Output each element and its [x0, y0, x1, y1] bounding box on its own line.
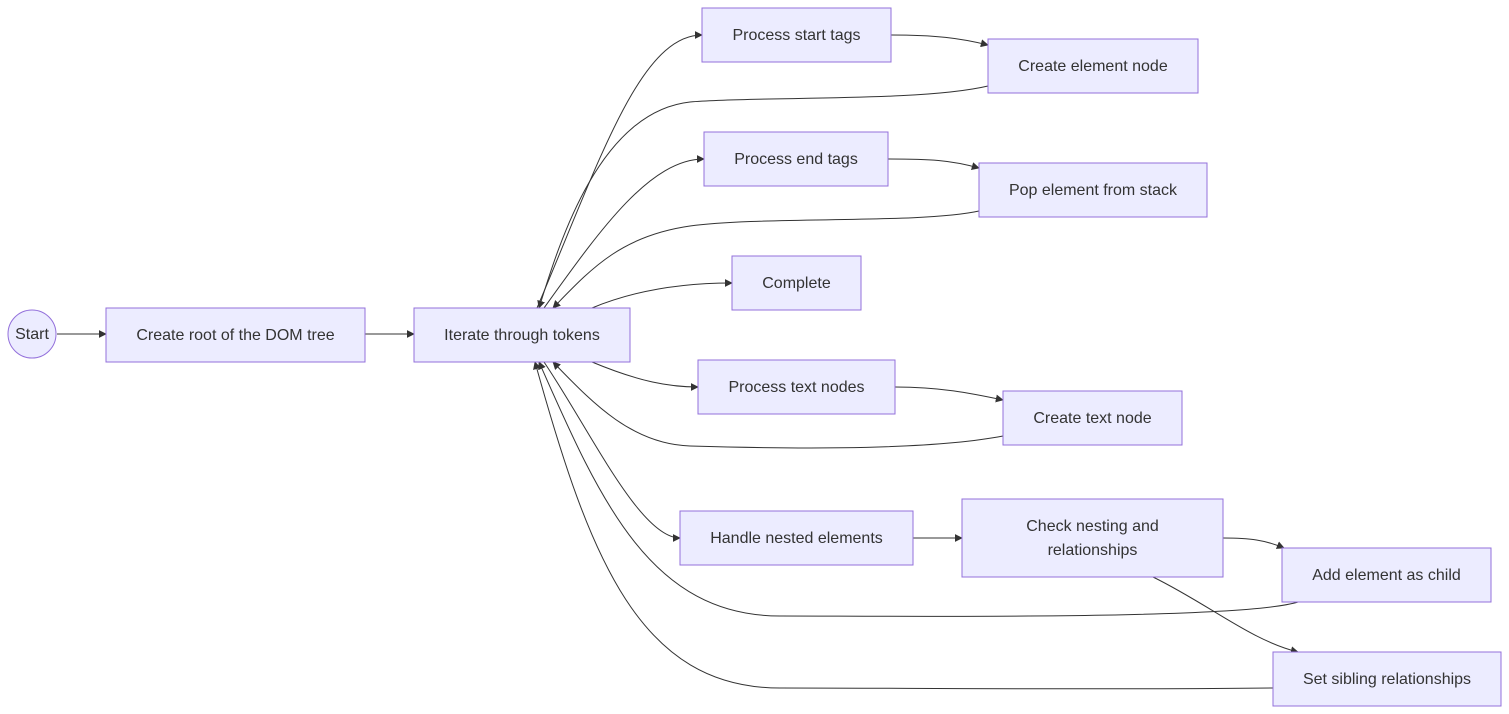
node-handle-nested-shape — [679, 510, 914, 566]
edge-create-element-to-iterate — [537, 85, 989, 309]
edge-process-end-to-pop-element — [887, 158, 980, 170]
edge-check-nesting-to-set-sibling — [1152, 576, 1299, 655]
node-start: Start — [7, 309, 57, 359]
node-check-nesting-label-line2: relationships — [1048, 542, 1138, 559]
node-process-text: Process text nodes — [697, 359, 896, 415]
node-check-nesting-shape — [961, 498, 1224, 578]
node-process-start: Process start tags — [701, 7, 892, 63]
node-iterate: Iterate through tokens — [413, 307, 631, 363]
edge-check-nesting-to-add-child — [1222, 537, 1285, 549]
node-start-shape — [7, 309, 57, 359]
edge-iterate-to-complete — [591, 279, 733, 309]
node-start-label: Start — [15, 326, 49, 343]
node-set-sibling: Set sibling relationships — [1272, 651, 1502, 707]
node-complete: Complete — [731, 255, 862, 311]
node-create-root-shape — [105, 307, 366, 363]
edge-iterate-to-process-text — [591, 361, 699, 391]
node-create-text: Create text node — [1002, 390, 1183, 446]
edge-iterate-to-handle-nested — [543, 361, 681, 542]
node-process-end-label: Process end tags — [734, 151, 858, 168]
node-complete-shape — [731, 255, 862, 311]
edge-add-child-to-iterate — [538, 361, 1299, 617]
node-create-element-shape — [987, 38, 1199, 94]
node-pop-element-shape — [978, 162, 1208, 218]
node-create-root: Create root of the DOM tree — [105, 307, 366, 363]
node-iterate-shape — [413, 307, 631, 363]
edge-pop-element-to-iterate — [552, 210, 980, 309]
node-process-end: Process end tags — [703, 131, 889, 187]
node-complete-label: Complete — [762, 275, 831, 292]
edge-process-text-to-create-text — [894, 386, 1004, 403]
node-create-text-label: Create text node — [1033, 410, 1151, 427]
edge-iterate-to-process-end — [543, 155, 705, 309]
edges — [57, 31, 1299, 690]
node-process-text-label: Process text nodes — [728, 379, 864, 396]
node-check-nesting: Check nesting and relationships — [961, 498, 1224, 578]
node-set-sibling-shape — [1272, 651, 1502, 707]
nodes: Start Create root of the DOM tree Iterat… — [7, 7, 1502, 707]
edge-create-text-to-iterate — [552, 361, 1004, 449]
node-create-element: Create element node — [987, 38, 1199, 94]
node-process-start-shape — [701, 7, 892, 63]
node-pop-element-label: Pop element from stack — [1009, 182, 1178, 199]
node-set-sibling-label: Set sibling relationships — [1303, 671, 1471, 688]
node-check-nesting-label-line1: Check nesting and — [1026, 518, 1159, 535]
node-add-child-shape — [1281, 547, 1492, 603]
node-pop-element: Pop element from stack — [978, 162, 1208, 218]
node-process-end-shape — [703, 131, 889, 187]
node-process-text-shape — [697, 359, 896, 415]
node-add-child-label: Add element as child — [1312, 567, 1461, 584]
node-add-child: Add element as child — [1281, 547, 1492, 603]
edge-iterate-to-process-start — [536, 31, 703, 309]
node-create-text-shape — [1002, 390, 1183, 446]
node-handle-nested-label: Handle nested elements — [710, 530, 883, 547]
edge-process-start-to-create-element — [890, 34, 989, 48]
edge-set-sibling-to-iterate — [533, 361, 1274, 690]
node-handle-nested: Handle nested elements — [679, 510, 914, 566]
node-create-element-label: Create element node — [1018, 58, 1168, 75]
node-process-start-label: Process start tags — [732, 27, 860, 44]
node-iterate-label: Iterate through tokens — [444, 327, 600, 344]
node-create-root-label: Create root of the DOM tree — [136, 327, 334, 344]
